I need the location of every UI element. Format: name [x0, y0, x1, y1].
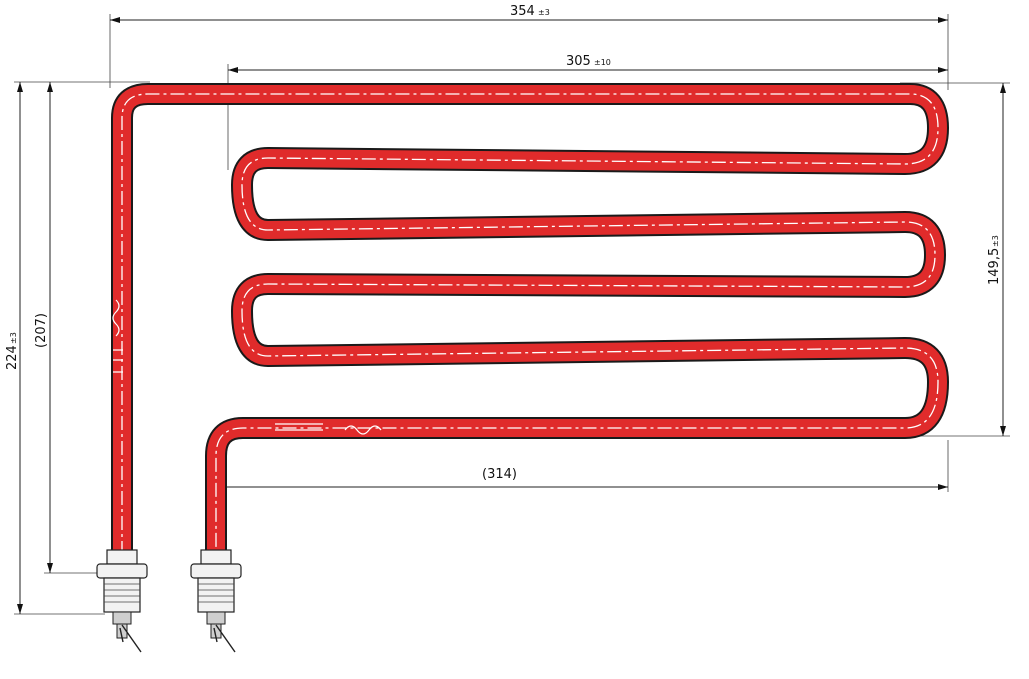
right-terminal-fitting — [190, 549, 242, 653]
dimension-lower-width: (314) — [211, 467, 948, 490]
dimension-loop-width: 305 ±10 — [228, 54, 948, 73]
loop-height-tolerance: ±3 — [991, 235, 1000, 247]
inner-height-value: (207) — [34, 313, 49, 348]
tube-markings — [112, 299, 382, 435]
extension-lines — [14, 14, 1010, 615]
dimension-overall-height: 224 ±3 — [5, 82, 23, 614]
loop-height-value: 149,5 — [987, 248, 1002, 285]
left-terminal-fitting — [96, 549, 148, 653]
dimension-inner-height: (207) — [34, 82, 53, 573]
lower-width-value: (314) — [482, 467, 517, 482]
heating-tube — [111, 83, 949, 555]
overall-height-tolerance: ±3 — [9, 332, 18, 344]
loop-width-value: 305 — [566, 54, 591, 69]
overall-width-tolerance: ±3 — [538, 8, 550, 17]
dimension-overall-width: 354 ±3 — [110, 4, 948, 23]
dimension-loop-height: 149,5 ±3 — [987, 83, 1006, 436]
loop-width-tolerance: ±10 — [594, 58, 611, 67]
overall-width-value: 354 — [510, 4, 535, 19]
overall-height-value: 224 — [5, 345, 20, 370]
